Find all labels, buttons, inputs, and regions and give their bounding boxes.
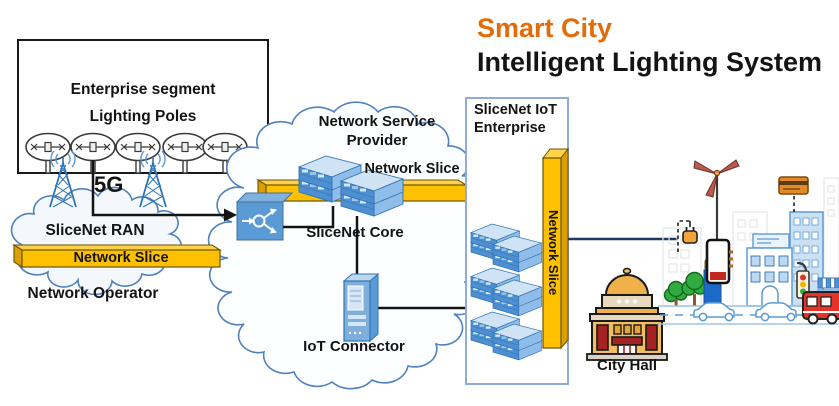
nsp-network-slice-label: Network Slice bbox=[364, 161, 460, 177]
network-service-provider-label: Network Service Provider bbox=[318, 113, 436, 149]
title-smart-city: Smart City bbox=[477, 13, 613, 43]
ran-network-slice-bar bbox=[12, 244, 222, 268]
credit-card-icon bbox=[778, 176, 809, 212]
network-operator-label: Network Operator bbox=[27, 285, 159, 302]
enterprise-network-slice-bar bbox=[541, 147, 570, 350]
city-hall-label: City Hall bbox=[596, 357, 657, 374]
plug-icon bbox=[677, 220, 698, 252]
five-g-label: 5G bbox=[94, 172, 124, 197]
iot-connector-icon bbox=[342, 272, 380, 343]
connector-pole-to-router bbox=[91, 160, 237, 222]
router-icon bbox=[235, 192, 294, 241]
title-lighting-system: Intelligent Lighting System bbox=[477, 47, 823, 77]
slicenet-ran-label: SliceNet RAN bbox=[45, 222, 145, 239]
slicenet-iot-enterprise-title: SliceNet IoT Enterprise bbox=[474, 102, 557, 136]
mid-building-icon bbox=[746, 233, 793, 307]
enterprise-network-slice-label: Network Slice bbox=[545, 210, 561, 296]
wind-turbine-icon bbox=[693, 159, 740, 240]
ran-network-slice-label: Network Slice bbox=[73, 250, 169, 266]
iot-connector-label: IoT Connector bbox=[303, 338, 405, 355]
city-hall-icon bbox=[586, 267, 668, 361]
lighting-poles-label: Lighting Poles bbox=[89, 108, 197, 125]
bus-icon bbox=[802, 291, 839, 325]
enterprise-server-stacks-icon bbox=[471, 224, 541, 360]
car-icons bbox=[693, 302, 797, 322]
smartphone-hand-icon bbox=[703, 238, 733, 307]
enterprise-segment-title: Enterprise segment bbox=[70, 81, 216, 98]
slicenet-core-label: SliceNet Core bbox=[306, 224, 404, 241]
connector-core-links bbox=[283, 206, 466, 310]
smart-city-illustration bbox=[658, 159, 839, 325]
